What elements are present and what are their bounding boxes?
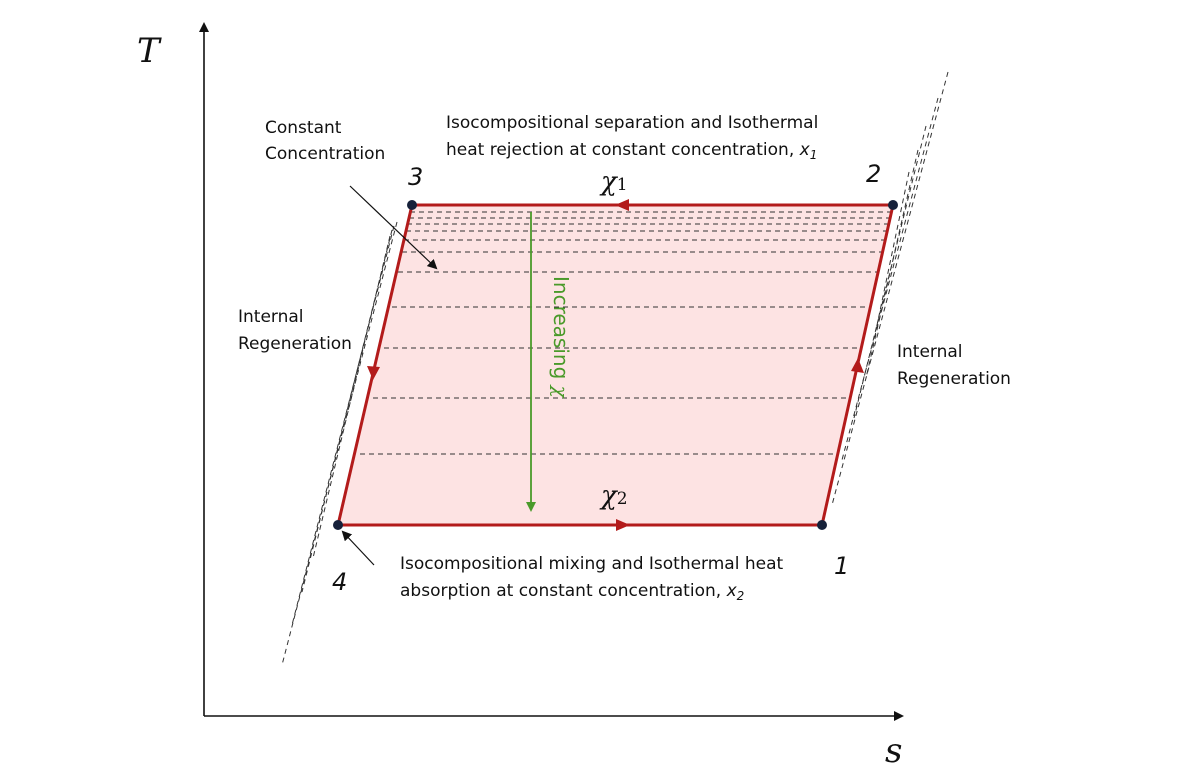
- top-annotation-line1: Isocompositional separation and Isotherm…: [446, 113, 818, 133]
- arrow-right-upward: [851, 358, 864, 373]
- arrow-bottom-rightward: [616, 519, 630, 531]
- bottom-annotation-line2: absorption at constant concentration, x2: [400, 581, 744, 603]
- constant-concentration-label-line2: Concentration: [265, 144, 385, 164]
- cycle-area: [338, 205, 893, 525]
- regeneration-dashed-lines: [281, 71, 949, 666]
- constant-concentration-pointer: [349, 185, 438, 270]
- left-regeneration-label-line1: Internal: [238, 307, 304, 327]
- chi-2-label: χ2: [599, 481, 628, 511]
- point-3-marker: [407, 200, 417, 210]
- point-1-label: 1: [834, 552, 849, 580]
- increasing-chi-label: Increasing χ: [549, 276, 573, 400]
- left-regeneration-label-line2: Regeneration: [238, 334, 352, 354]
- point-4-label: 4: [332, 568, 347, 596]
- constant-concentration-lines: [360, 211, 890, 455]
- s-axis-label: s: [885, 731, 902, 771]
- chi-1-label: χ1: [599, 167, 628, 197]
- point-4-marker: [333, 520, 343, 530]
- cycle-path: [336, 203, 895, 527]
- arrow-left-downward: [367, 366, 380, 380]
- point-3-label: 3: [408, 163, 423, 191]
- point-2-label: 2: [866, 160, 881, 188]
- arrow-top-leftward: [615, 199, 629, 211]
- right-regeneration-label-line2: Regeneration: [897, 369, 1011, 389]
- point-1-marker: [817, 520, 827, 530]
- t-axis-label: T: [137, 31, 162, 71]
- right-regeneration-label-line1: Internal: [897, 342, 963, 362]
- point4-pointer: [341, 530, 375, 566]
- constant-concentration-label-line1: Constant: [265, 118, 342, 138]
- bottom-annotation-line1: Isocompositional mixing and Isothermal h…: [400, 554, 783, 574]
- top-annotation-line2: heat rejection at constant concentration…: [446, 140, 817, 162]
- point-2-marker: [888, 200, 898, 210]
